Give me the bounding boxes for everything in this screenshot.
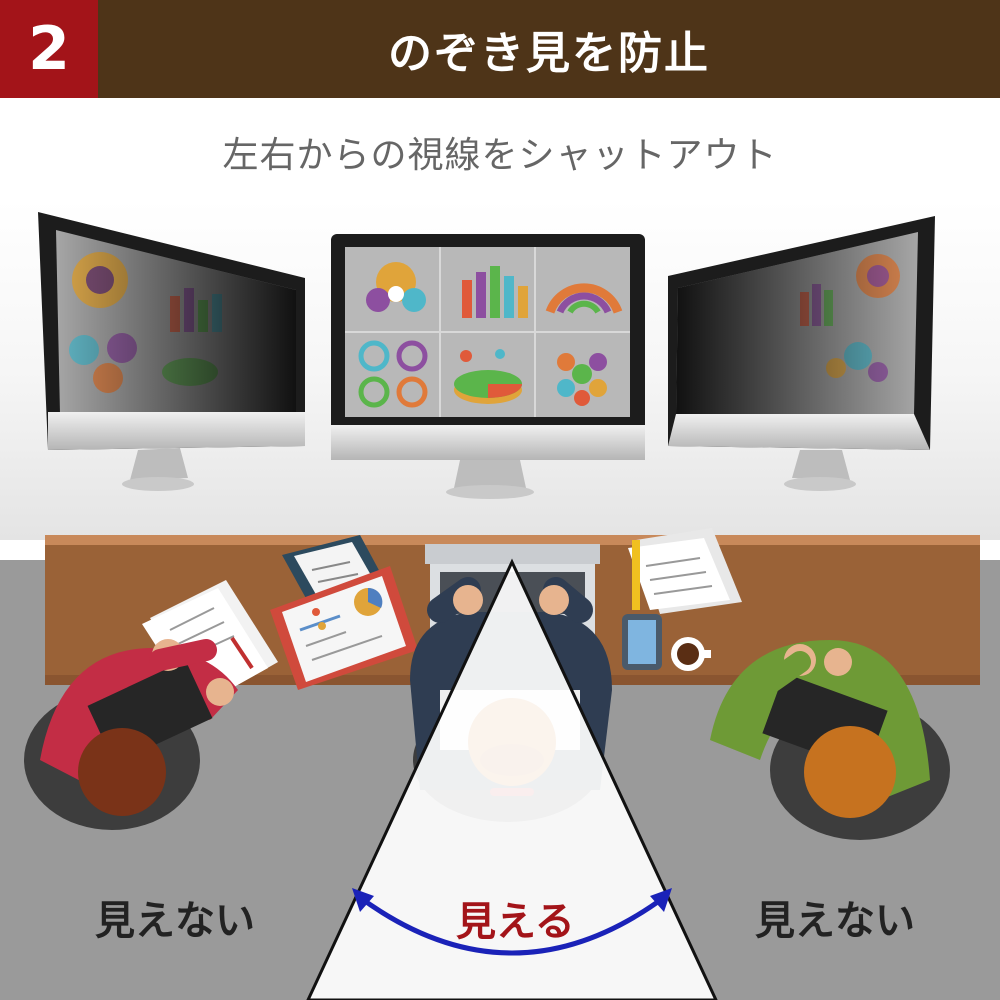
label-not-visible-left: 見えない xyxy=(95,898,255,944)
coffee-cup xyxy=(671,637,711,671)
header-bar: 2 のぞき見を防止 xyxy=(0,0,1000,98)
viewing-cone xyxy=(308,562,716,1000)
label-visible-center: 見える xyxy=(456,899,575,945)
header-title: のぞき見を防止 xyxy=(388,28,710,79)
viewing-angle-arc xyxy=(352,888,672,956)
report-binder xyxy=(270,566,418,690)
right-monitor xyxy=(668,216,935,491)
step-number-badge: 2 xyxy=(0,0,98,98)
right-person xyxy=(710,640,950,840)
left-person xyxy=(24,639,238,830)
papers-right xyxy=(628,528,742,614)
label-not-visible-right: 見えない xyxy=(755,898,915,944)
center-monitor xyxy=(331,234,645,499)
left-monitor xyxy=(38,212,305,491)
subtitle: 左右からの視線をシャットアウト xyxy=(222,135,778,176)
